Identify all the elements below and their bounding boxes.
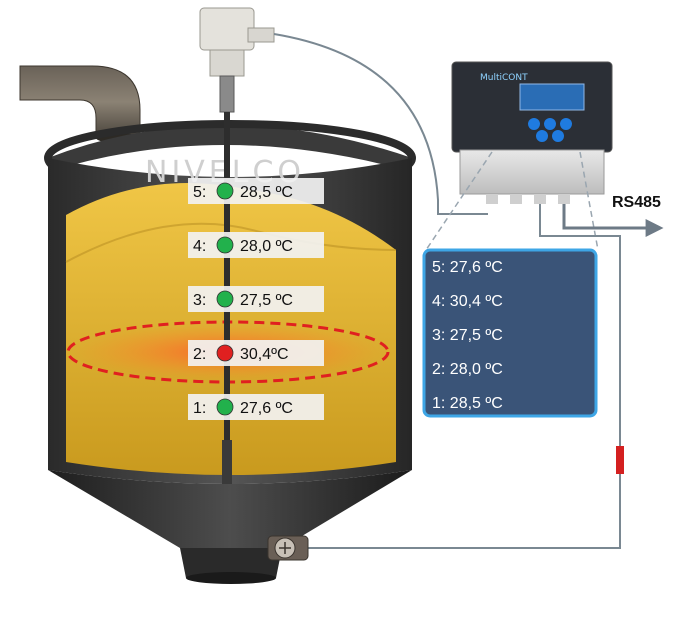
sensor-label-2: 2: 30,4ºC [188, 340, 324, 366]
sensor-number: 1: [193, 400, 206, 417]
controller-button-2 [544, 118, 556, 130]
sensor-number: 3: [193, 292, 206, 309]
status-dot-icon [216, 182, 234, 200]
silo-cone [48, 470, 412, 548]
controller-button-3 [560, 118, 572, 130]
probe-head [199, 7, 255, 51]
rs485-label: RS485 [612, 194, 661, 211]
panel-row: 3: 27,5 ºC [432, 327, 503, 344]
sensor-temperature: 27,6 ºC [240, 400, 293, 417]
sensor-number: 5: [193, 184, 206, 201]
cable-marker [616, 446, 624, 474]
sensor-label-3: 3: 27,5 ºC [188, 286, 324, 312]
silo-outlet [180, 548, 282, 578]
sensor-labels: 5: 28,5 ºC 4: 28,0 ºC 3: 27,5 ºC 2: 30,4ºC 1: 27,… [188, 178, 324, 420]
controller-button-5 [552, 130, 564, 142]
sensor-label-5: 5: 28,5 ºC [188, 178, 324, 204]
readout-rows: 5: 27,6 ºC 4: 30,4 ºC 3: 27,5 ºC 2: 28,0 ºC… [432, 259, 503, 412]
sensor-temperature: 28,0 ºC [240, 238, 293, 255]
sensor-label-1: 1: 27,6 ºC [188, 394, 324, 420]
status-dot-icon [216, 236, 234, 254]
status-dot-icon [216, 398, 234, 416]
sensor-number: 2: [193, 346, 206, 363]
panel-row: 5: 27,6 ºC [432, 259, 503, 276]
silo-roof [48, 125, 412, 172]
sensor-number: 4: [193, 238, 206, 255]
readout-panel [422, 248, 598, 418]
probe-cable-link [273, 33, 488, 215]
controller-brand: MultiCONT [480, 73, 528, 83]
controller-terminal [459, 149, 605, 195]
sensor-temperature: 30,4ºC [240, 346, 289, 363]
sensor-label-4: 4: 28,0 ºC [188, 232, 324, 258]
rs485-arrow [562, 204, 664, 237]
controller-display [519, 83, 585, 111]
panel-row: 1: 28,5 ºC [432, 395, 503, 412]
panel-row: 2: 28,0 ºC [432, 361, 503, 378]
probe-neck [219, 75, 235, 113]
outlet-cable [298, 204, 621, 549]
probe-gland [247, 27, 275, 43]
controller-button-4 [536, 130, 548, 142]
panel-row: 4: 30,4 ºC [432, 293, 503, 310]
status-dot-icon [216, 290, 234, 308]
controller-button-1 [528, 118, 540, 130]
sensor-temperature: 28,5 ºC [240, 184, 293, 201]
sensor-temperature: 27,5 ºC [240, 292, 293, 309]
status-dot-icon [216, 344, 234, 362]
